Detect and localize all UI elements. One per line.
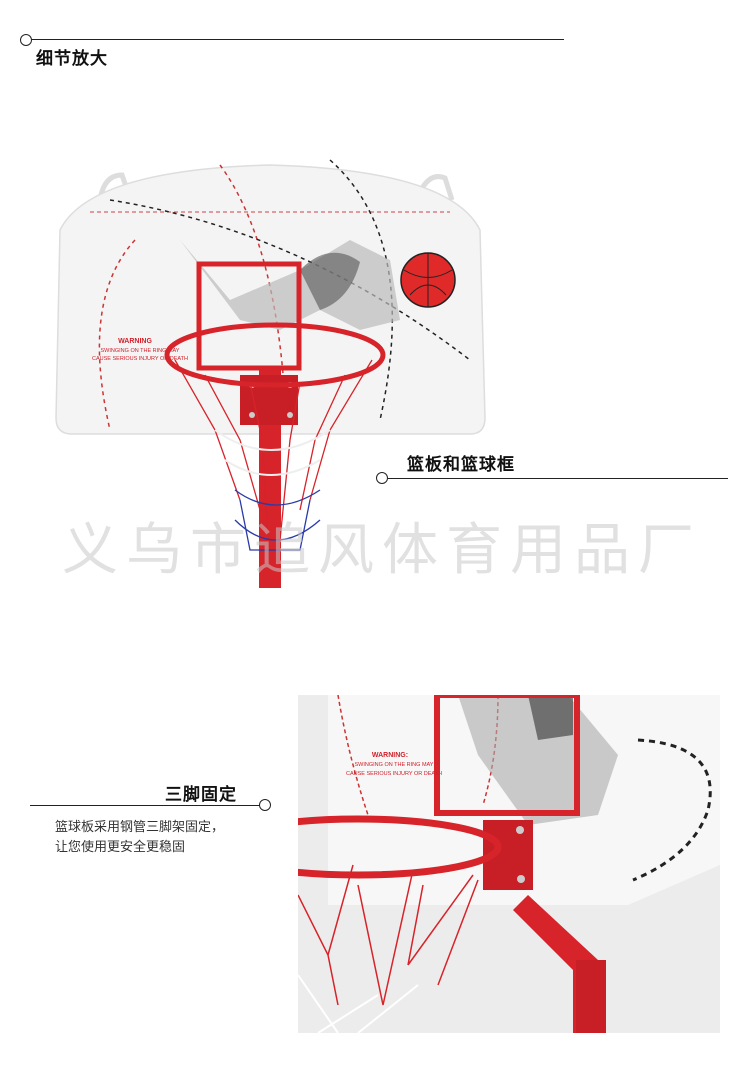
heading-marker-circle-icon xyxy=(20,34,32,46)
warning-line-1: SWINGING ON THE RING MAY xyxy=(101,348,180,354)
heading-divider xyxy=(30,805,260,806)
hoop-rim xyxy=(298,815,502,879)
hoop-net xyxy=(298,864,479,1033)
hoop-rim xyxy=(164,322,386,388)
heading-marker-circle-icon xyxy=(259,799,271,811)
heading-divider xyxy=(388,478,728,479)
section-heading-detail: 细节放大 xyxy=(36,49,108,69)
shooter-square xyxy=(196,261,302,371)
backboard-product-image: WARNING SWINGING ON THE RING MAY CAUSE S… xyxy=(55,159,486,588)
watermark: 义乌市追风体育用品厂 xyxy=(62,518,702,583)
warning-line-1: SWINGING ON THE RING MAY xyxy=(355,762,434,768)
shooter-square xyxy=(434,695,580,816)
hoop-net xyxy=(174,359,373,551)
section-heading-tripod: 三脚固定 xyxy=(165,785,237,805)
section-heading-backboard-hoop: 篮板和篮球框 xyxy=(407,455,515,475)
heading-marker-circle-icon xyxy=(376,472,388,484)
heading-divider xyxy=(32,39,564,40)
support-pole xyxy=(576,960,606,1033)
closeup-product-image: WARNING: SWINGING ON THE RING MAY CAUSE … xyxy=(298,695,720,1033)
warning-title: WARNING xyxy=(118,338,152,345)
warning-title: WARNING: xyxy=(372,752,408,759)
warning-line-2: CAUSE SERIOUS INJURY OR DEATH xyxy=(346,771,442,777)
warning-line-2: CAUSE SERIOUS INJURY OR DEATH xyxy=(92,356,188,362)
section-description: 篮球板采用钢管三脚架固定， 让您使用更安全更稳固 xyxy=(55,820,225,855)
